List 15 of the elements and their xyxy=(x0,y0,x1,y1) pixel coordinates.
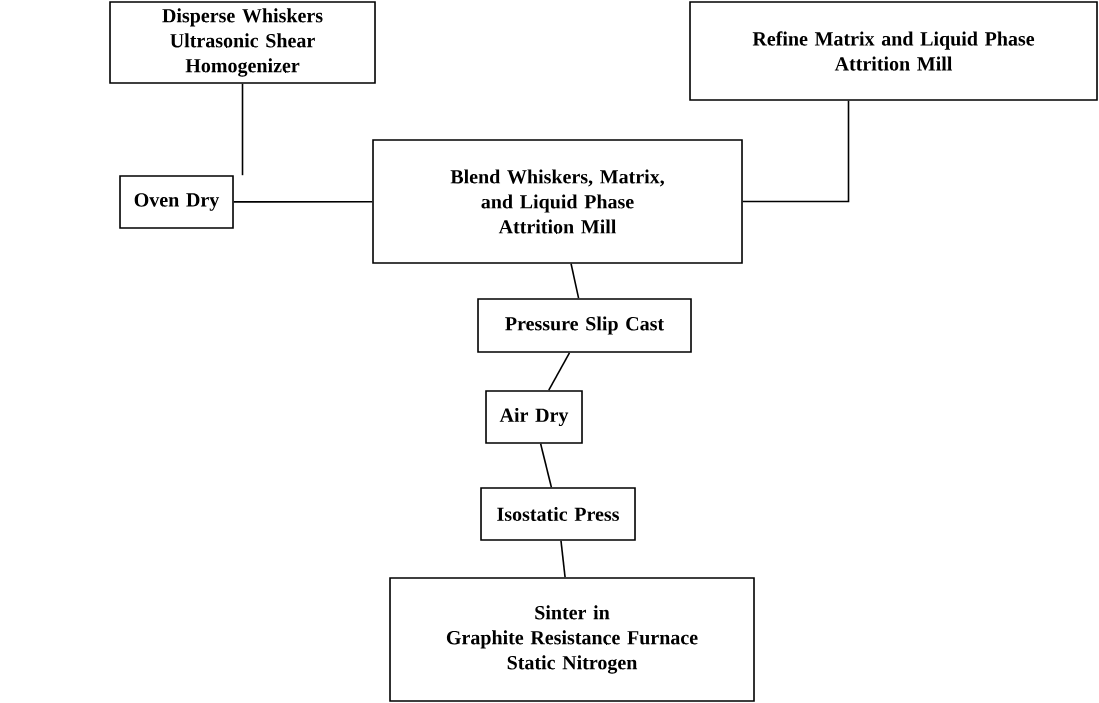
connector-line xyxy=(233,200,373,203)
process-box: Sinter in Graphite Resistance Furnace Static Nitrogen xyxy=(389,577,755,702)
process-box: Air Dry xyxy=(485,390,583,444)
process-box: Pressure Slip Cast xyxy=(477,298,692,353)
connector-line xyxy=(560,540,566,578)
process-box: Disperse Whiskers Ultrasonic Shear Homogenizer xyxy=(109,1,376,84)
process-box: Oven Dry xyxy=(119,175,234,229)
connector-line xyxy=(539,443,553,488)
connector-line xyxy=(742,100,850,203)
connector-line xyxy=(548,352,571,391)
process-box: Isostatic Press xyxy=(480,487,636,541)
process-box: Blend Whiskers, Matrix, and Liquid Phase Attrition Mill xyxy=(372,139,743,264)
process-box: Refine Matrix and Liquid Phase Attrition Mill xyxy=(689,1,1098,101)
connector-line xyxy=(241,83,244,176)
connector-line xyxy=(570,263,580,299)
